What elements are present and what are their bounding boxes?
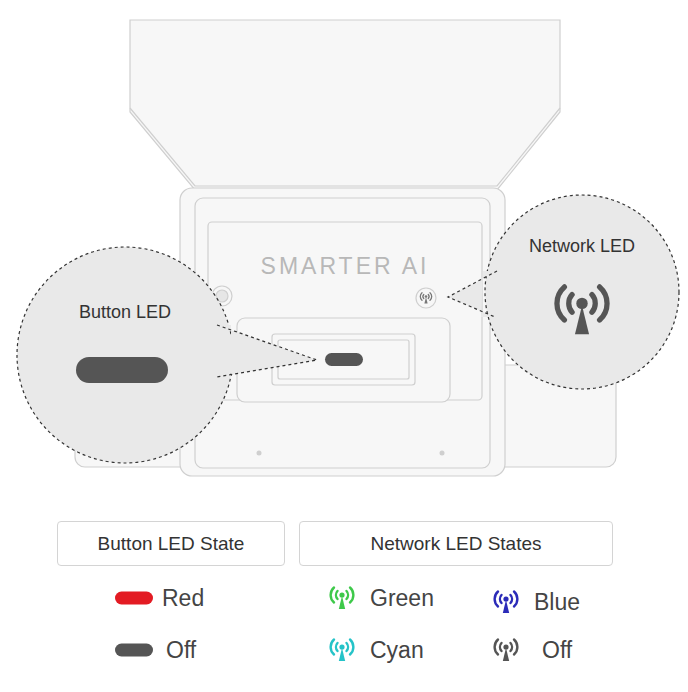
antenna-mast bbox=[503, 600, 509, 613]
flap-fold bbox=[130, 108, 560, 186]
antenna-wave bbox=[511, 643, 513, 651]
body-dot bbox=[257, 451, 262, 456]
antenna-wave bbox=[428, 295, 430, 299]
antenna-swatch bbox=[495, 640, 518, 662]
antenna-icon bbox=[557, 287, 607, 334]
callout-pointer-edge bbox=[217, 325, 317, 377]
pill bbox=[115, 644, 153, 657]
antenna-mast bbox=[424, 297, 427, 304]
legend-text: Red bbox=[162, 585, 204, 612]
antenna-wave bbox=[331, 640, 334, 655]
antenna-wave bbox=[347, 643, 349, 651]
callout-outline bbox=[485, 195, 679, 389]
antenna-wave bbox=[495, 592, 498, 607]
callout-outline bbox=[17, 247, 233, 463]
led-swatch bbox=[115, 644, 153, 657]
legend-text: Cyan bbox=[370, 637, 424, 664]
antenna-wave bbox=[420, 293, 422, 301]
antenna-wave bbox=[511, 595, 513, 603]
antenna-mast bbox=[575, 306, 589, 335]
network-led-housing bbox=[416, 288, 436, 308]
antenna-wave bbox=[347, 591, 349, 599]
top-flap bbox=[130, 20, 560, 190]
callout-pointer-edge bbox=[448, 271, 497, 317]
body-dot bbox=[440, 451, 445, 456]
legend-text: Green bbox=[370, 585, 434, 612]
button-led bbox=[325, 353, 363, 366]
antenna bbox=[495, 640, 518, 662]
callout-pointer bbox=[217, 325, 317, 377]
callout-bubble: Network LED bbox=[485, 195, 679, 389]
antenna-wave bbox=[422, 295, 424, 299]
legend-text: Off bbox=[166, 637, 196, 664]
header-text: Network LED States bbox=[370, 533, 541, 555]
antenna-mast bbox=[503, 648, 509, 661]
legend-text: Blue bbox=[534, 589, 580, 616]
led-pill bbox=[76, 357, 168, 383]
body-edge bbox=[195, 198, 490, 468]
legend-text: Off bbox=[542, 637, 572, 664]
callout-circle bbox=[485, 195, 679, 389]
antenna-mast bbox=[339, 596, 345, 609]
antenna-wave bbox=[336, 643, 338, 651]
antenna-wave bbox=[336, 591, 338, 599]
callout-title: Button LED bbox=[17, 302, 233, 323]
antenna bbox=[495, 592, 518, 614]
antenna-mast bbox=[339, 648, 345, 661]
antenna bbox=[331, 588, 354, 610]
antenna-swatch bbox=[331, 588, 354, 610]
antenna-wave bbox=[569, 295, 572, 313]
legend-header: Network LED States bbox=[299, 521, 613, 566]
antenna-wave bbox=[350, 588, 353, 603]
callout-title: Network LED bbox=[485, 236, 679, 257]
antenna-swatch bbox=[331, 640, 354, 662]
antenna-wave bbox=[500, 643, 502, 651]
antenna-wave bbox=[514, 592, 517, 607]
antenna-wave bbox=[592, 295, 595, 313]
antenna-wave bbox=[514, 640, 517, 655]
antenna-wave bbox=[500, 595, 502, 603]
antenna-wave bbox=[331, 588, 334, 603]
antenna-wave bbox=[495, 640, 498, 655]
antenna-swatch bbox=[495, 592, 518, 614]
callout-circle bbox=[17, 247, 233, 463]
antenna-wave bbox=[350, 640, 353, 655]
header-text: Button LED State bbox=[98, 533, 245, 555]
antenna-wave bbox=[430, 293, 432, 301]
antenna-wave bbox=[557, 287, 564, 320]
brand-logo: SMARTER AI bbox=[261, 253, 430, 280]
antenna bbox=[331, 640, 354, 662]
callout-pointer bbox=[448, 271, 497, 317]
antenna-wave bbox=[600, 287, 607, 320]
legend-header: Button LED State bbox=[57, 521, 285, 566]
network-led bbox=[420, 293, 431, 304]
callout-bubble: Button LED bbox=[17, 247, 233, 463]
pill bbox=[115, 592, 153, 605]
led-swatch bbox=[115, 592, 153, 605]
